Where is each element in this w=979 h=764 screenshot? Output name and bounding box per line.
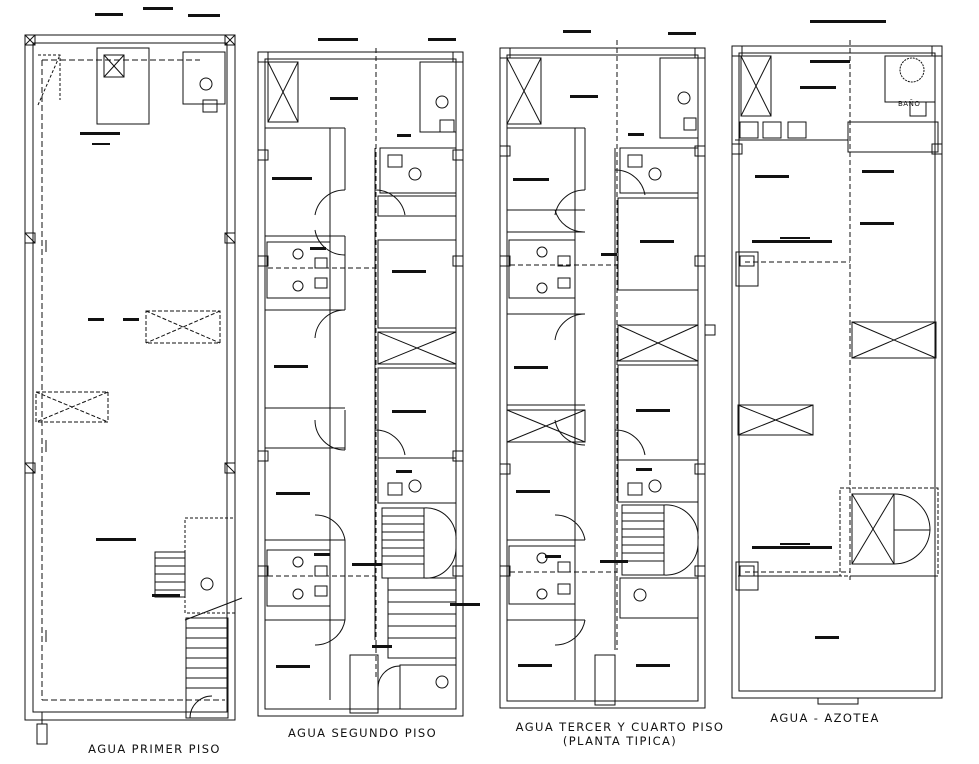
caption-first-floor: AGUA PRIMER PISO: [88, 742, 221, 756]
caption-third-fourth-floor: AGUA TERCER Y CUARTO PISO: [515, 720, 725, 734]
plan-first-floor: [24, 34, 243, 745]
caption-second-floor: AGUA SEGUNDO PISO: [287, 726, 438, 740]
annotation-marks: [80, 7, 894, 668]
plan-second-floor: [257, 48, 464, 717]
plan-roof: [731, 40, 943, 705]
room-tag-bano: BAÑO: [898, 100, 921, 108]
plan-third-fourth-floor: [499, 40, 716, 709]
caption-roof: AGUA - AZOTEA: [770, 711, 880, 725]
caption-typical-plan: (PLANTA TIPICA): [562, 734, 678, 748]
